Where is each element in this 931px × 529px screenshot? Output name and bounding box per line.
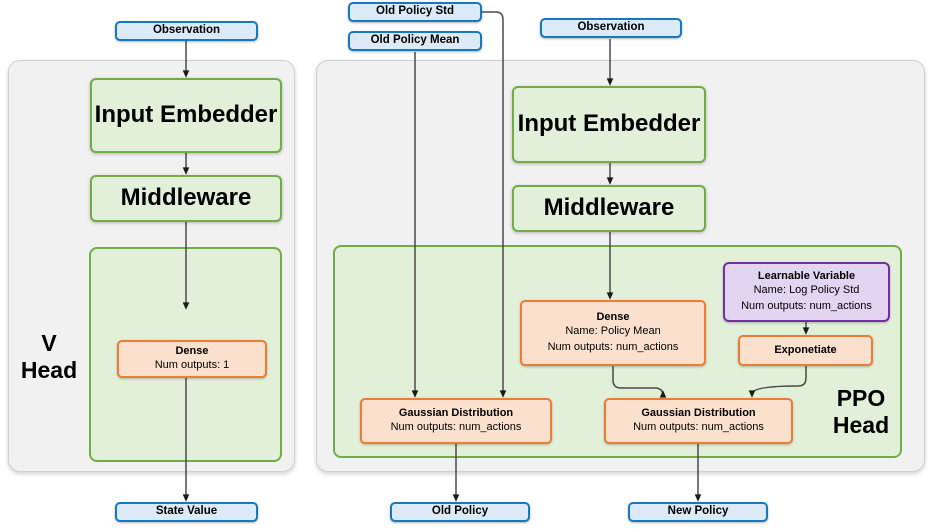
ppo-new-policy-output: New Policy <box>628 502 768 522</box>
v-head-observation-input: Observation <box>115 21 258 41</box>
ppo-old-policy-mean-label: Old Policy Mean <box>370 34 460 47</box>
v-head-state-value-output: State Value <box>115 502 258 522</box>
ppo-exponetiate: Exponetiate <box>738 335 873 366</box>
v-head-state-value-label: State Value <box>155 505 218 518</box>
ppo-old-policy-mean-input: Old Policy Mean <box>348 31 482 51</box>
ppo-exponetiate-title: Exponetiate <box>774 344 837 357</box>
ppo-dense-num-outputs: Num outputs: num_actions <box>547 341 679 354</box>
ppo-middleware: Middleware <box>512 185 706 232</box>
ppo-old-policy-std-label: Old Policy Std <box>376 5 454 18</box>
ppo-gaussian-distribution-old: Gaussian Distribution Num outputs: num_a… <box>360 398 552 444</box>
ppo-middleware-label: Middleware <box>543 194 675 222</box>
ppo-head-label: PPO Head <box>832 385 890 439</box>
ppo-gaussian-distribution-new: Gaussian Distribution Num outputs: num_a… <box>604 398 793 444</box>
ppo-gaussian-old-title: Gaussian Distribution <box>398 406 514 419</box>
ppo-learnable-variable-name: Name: Log Policy Std <box>753 284 860 297</box>
ppo-input-embedder-label: Input Embedder <box>517 110 701 138</box>
ppo-old-policy-std-input: Old Policy Std <box>348 2 482 22</box>
v-head-middleware: Middleware <box>90 175 282 222</box>
ppo-gaussian-old-num-outputs: Num outputs: num_actions <box>390 421 522 434</box>
ppo-dense-name: Name: Policy Mean <box>565 325 661 338</box>
ppo-observation-input: Observation <box>540 18 682 38</box>
ppo-learnable-variable-num-outputs: Num outputs: num_actions <box>741 300 872 313</box>
ppo-input-embedder: Input Embedder <box>512 86 706 163</box>
v-head-input-embedder-label: Input Embedder <box>94 101 278 129</box>
ppo-observation-label: Observation <box>577 21 645 34</box>
ppo-dense-policy-mean: Dense Name: Policy Mean Num outputs: num… <box>520 300 706 366</box>
ppo-learnable-variable-title: Learnable Variable <box>757 269 856 282</box>
v-head-observation-label: Observation <box>152 24 221 37</box>
ppo-gaussian-new-num-outputs: Num outputs: num_actions <box>633 421 764 434</box>
v-head-label: V Head <box>20 330 78 384</box>
ppo-dense-title: Dense <box>596 310 630 323</box>
ppo-learnable-variable: Learnable Variable Name: Log Policy Std … <box>723 262 890 322</box>
ppo-old-policy-output: Old Policy <box>390 502 530 522</box>
ppo-new-policy-output-label: New Policy <box>667 505 729 518</box>
v-head-dense-title: Dense <box>175 344 209 357</box>
v-head-dense-num-outputs: Num outputs: 1 <box>154 359 230 372</box>
v-head-input-embedder: Input Embedder <box>90 78 282 153</box>
v-head-dense: Dense Num outputs: 1 <box>117 340 267 378</box>
ppo-gaussian-new-title: Gaussian Distribution <box>641 406 756 419</box>
ppo-old-policy-output-label: Old Policy <box>431 505 489 518</box>
v-head-middleware-label: Middleware <box>120 184 252 212</box>
